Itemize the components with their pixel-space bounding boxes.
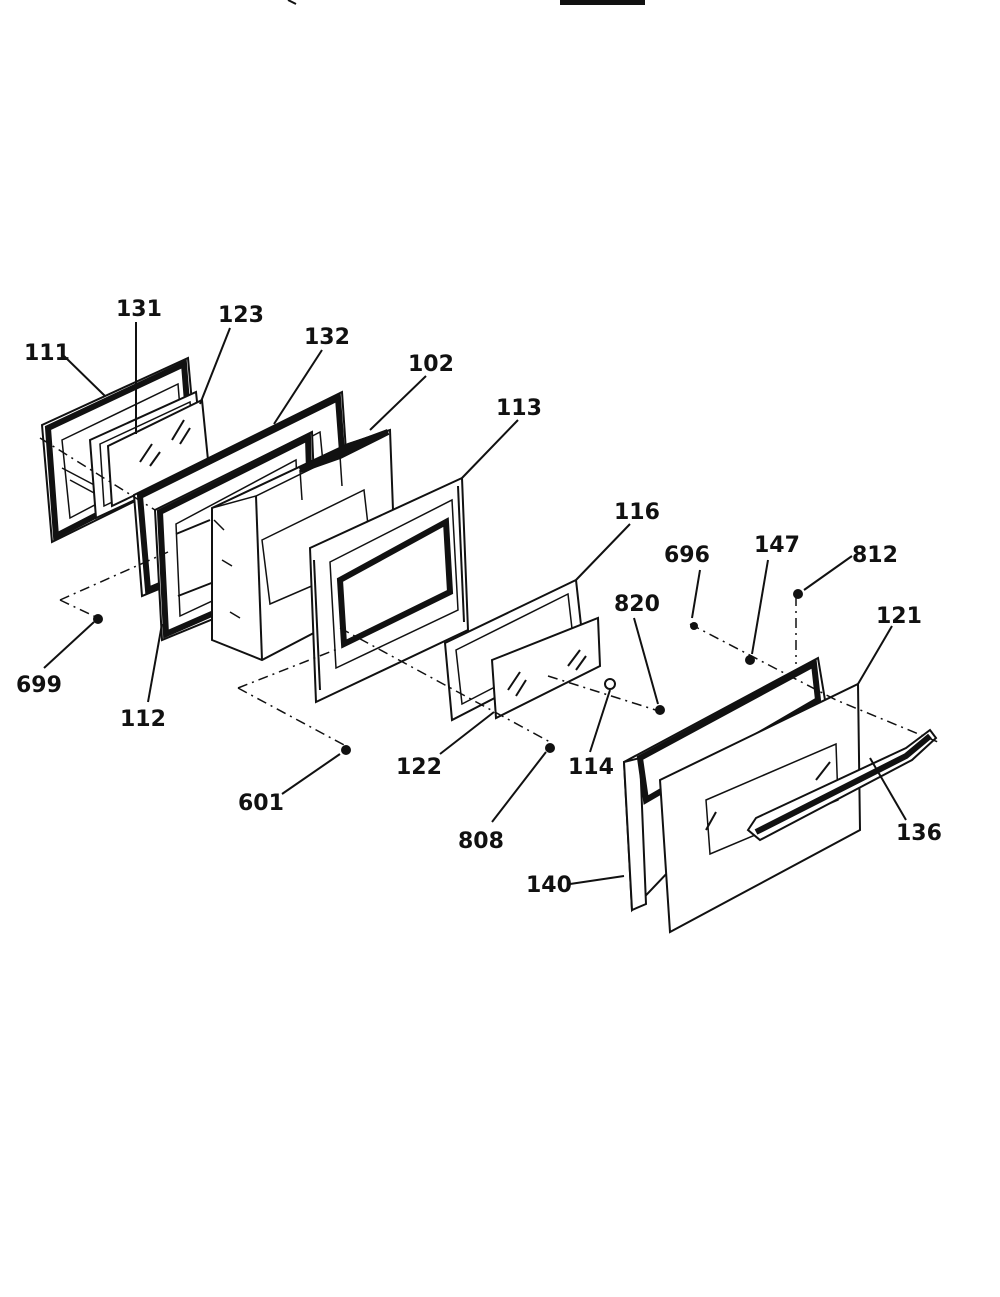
label-102: 102	[408, 352, 454, 377]
leader-lines	[43, 322, 907, 885]
label-122: 122	[396, 755, 442, 780]
label-812: 812	[852, 543, 898, 568]
label-111: 111	[24, 341, 70, 366]
label-121: 121	[876, 604, 922, 629]
fasteners	[93, 589, 803, 755]
label-114: 114	[568, 755, 614, 780]
screw-696-icon	[690, 622, 698, 630]
label-123: 123	[218, 303, 264, 328]
part-113-outer-liner	[308, 476, 470, 704]
label-116: 116	[614, 500, 660, 525]
part-136-handle	[746, 728, 938, 842]
label-820: 820	[614, 592, 660, 617]
top-edge-marks	[287, 0, 645, 5]
label-808: 808	[458, 829, 504, 854]
label-131: 131	[116, 297, 162, 322]
part-labels: 111 131 123 132 102 113 116 696 147 812 …	[16, 297, 942, 898]
label-696: 696	[664, 543, 710, 568]
label-113: 113	[496, 396, 542, 421]
screw-147-icon	[745, 655, 755, 665]
assembly-lines	[39, 437, 939, 747]
label-140: 140	[526, 873, 572, 898]
part-122-window-glass	[490, 616, 602, 720]
label-136: 136	[896, 821, 942, 846]
screw-808-icon	[545, 743, 555, 753]
screw-601-icon	[341, 745, 351, 755]
label-112: 112	[120, 707, 166, 732]
label-601: 601	[238, 791, 284, 816]
label-132: 132	[304, 325, 350, 350]
part-121-front-glass	[658, 682, 862, 934]
label-147: 147	[754, 533, 800, 558]
screw-820-icon	[655, 705, 665, 715]
screw-812-icon	[793, 589, 803, 599]
part-123-glass-pane	[106, 398, 210, 508]
label-699: 699	[16, 673, 62, 698]
washer-114-icon	[604, 678, 616, 690]
screw-699-icon	[93, 614, 103, 624]
